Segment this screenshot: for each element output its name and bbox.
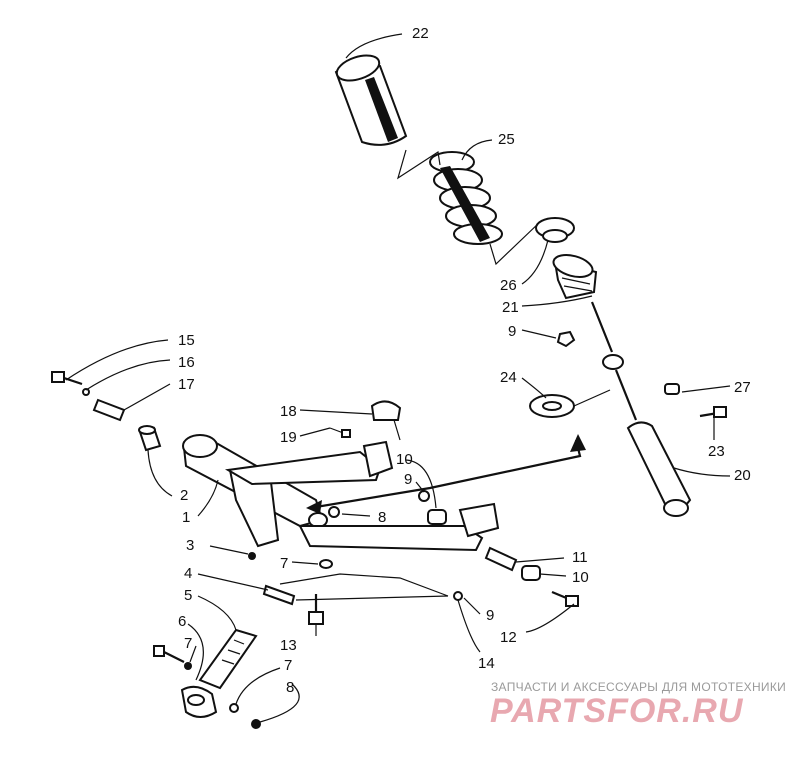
- nut-part-9-lower: [453, 591, 463, 601]
- callout-7-lower-b: 7: [284, 657, 292, 674]
- callout-4: 4: [184, 565, 192, 582]
- spring-part-25: [429, 151, 503, 245]
- callout-12: 12: [500, 629, 517, 646]
- watermark-tagline: ЗАПЧАСТИ И АКСЕССУАРЫ ДЛЯ МОТОТЕХНИКИ: [491, 680, 787, 694]
- nut-part-8-lower: [251, 719, 261, 729]
- watermark-logo: PARTSFOR.RU: [490, 692, 744, 730]
- callout-17: 17: [178, 376, 195, 393]
- spacer-part-27: [664, 383, 680, 395]
- nut-part-9-upper: [556, 330, 576, 348]
- callout-18: 18: [280, 403, 297, 420]
- callout-19: 19: [280, 429, 297, 446]
- bolt-part-23: [699, 406, 727, 418]
- callout-9-lower: 9: [486, 607, 494, 624]
- callout-25: 25: [498, 131, 515, 148]
- callout-7-mid: 7: [280, 555, 288, 572]
- bushing-part-2: [138, 425, 162, 452]
- washer-part-7-lower-b: [229, 703, 239, 713]
- callout-9-mid: 9: [404, 471, 412, 488]
- spindle-part-4: [262, 584, 296, 606]
- callout-1: 1: [182, 509, 190, 526]
- bolt-part-6: [153, 645, 185, 663]
- callout-5: 5: [184, 587, 192, 604]
- callout-22: 22: [412, 25, 429, 42]
- bushing-part-10-upper: [427, 509, 447, 525]
- shock-absorber-part-20: [590, 301, 692, 517]
- callout-7-lower-a: 7: [184, 635, 192, 652]
- callout-16: 16: [178, 354, 195, 371]
- spring-adjuster-part-21: [552, 254, 598, 300]
- bearing-cap-part-18: [370, 400, 402, 421]
- callout-11: 11: [572, 549, 588, 566]
- callout-9-upper: 9: [508, 323, 516, 340]
- washer-part-7-lower-a: [184, 662, 192, 670]
- callout-23: 23: [708, 443, 725, 460]
- leader-lines: [65, 33, 731, 723]
- spring-seat-part-26: [535, 217, 575, 243]
- ski-mount-block: [180, 685, 218, 718]
- bolt-part-13: [308, 594, 324, 625]
- assembly-line-4: [295, 595, 449, 601]
- bumper-part-24: [529, 389, 611, 418]
- callout-6: 6: [178, 613, 186, 630]
- zigzag-line-22-25: [396, 149, 441, 180]
- callout-8-lower: 8: [286, 679, 294, 696]
- nut-part-9-mid: [418, 490, 430, 502]
- callout-2: 2: [180, 487, 188, 504]
- washer-part-7-mid: [319, 559, 333, 569]
- bolt-part-12: [551, 590, 579, 607]
- sleeve-part-17: [92, 398, 126, 422]
- zigzag-line-25-26: [489, 221, 541, 266]
- callout-26: 26: [500, 277, 517, 294]
- shock-boot-part-22: [334, 54, 408, 146]
- bolt-part-15: [51, 371, 83, 386]
- callout-10-upper: 10: [396, 451, 413, 468]
- assembly-line-lower: [279, 573, 449, 597]
- arrow-head-left: [306, 500, 322, 514]
- callout-8: 8: [378, 509, 386, 526]
- callout-10-lower: 10: [572, 569, 589, 586]
- callout-14: 14: [478, 655, 495, 672]
- bushing-part-10-lower: [521, 565, 541, 581]
- upper-a-arm: [224, 440, 394, 486]
- callout-20: 20: [734, 467, 751, 484]
- nut-part-8: [328, 506, 340, 518]
- bolt-part-19: [329, 427, 351, 438]
- sleeve-part-11: [484, 546, 518, 572]
- lower-a-arm: [298, 502, 500, 552]
- callout-15: 15: [178, 332, 195, 349]
- callout-13: 13: [280, 637, 297, 654]
- washer-part-16: [82, 388, 90, 396]
- callout-21: 21: [502, 299, 519, 316]
- callout-24: 24: [500, 369, 517, 386]
- callout-3: 3: [186, 537, 194, 554]
- arrow-head-up: [570, 434, 586, 452]
- nut-part-3: [248, 552, 256, 560]
- callout-27: 27: [734, 379, 751, 396]
- bracket-part-5: [198, 628, 258, 690]
